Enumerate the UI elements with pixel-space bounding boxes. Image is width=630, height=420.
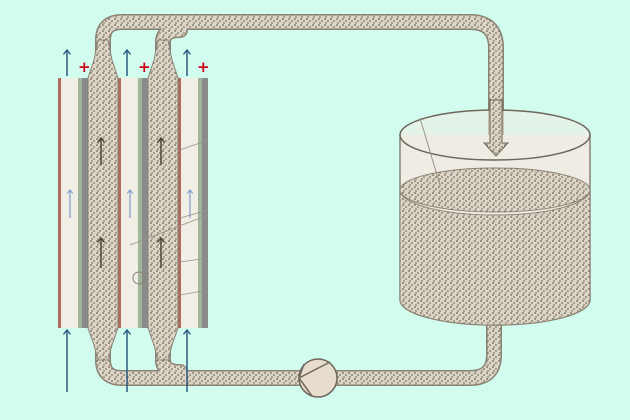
reflection-line-2	[179, 209, 209, 219]
green-layer-2	[138, 78, 142, 328]
cell-stack	[58, 39, 209, 361]
reflection-line-4	[179, 257, 209, 263]
membrane-2	[118, 78, 121, 328]
membrane-3	[178, 78, 181, 328]
reflection-line-5	[179, 289, 209, 296]
gray-layer-3	[202, 78, 208, 328]
gray-layer-2	[142, 78, 148, 328]
electrolyte-channel-1	[87, 39, 119, 361]
reflection-line-1	[179, 139, 209, 151]
positive-terminal-3: +	[197, 58, 210, 76]
green-layer-1	[78, 78, 82, 328]
reflection-line-3	[129, 214, 209, 246]
bubble-icon	[132, 271, 146, 285]
flow-arrows	[67, 50, 187, 392]
membrane-1	[58, 78, 61, 328]
gray-layer-1	[82, 78, 88, 328]
inflow-arrow-icon	[482, 99, 510, 157]
electrolyte-channel-2	[147, 39, 179, 361]
green-layer-3	[198, 78, 202, 328]
positive-terminal-2: +	[138, 58, 151, 76]
positive-terminal-1: +	[78, 58, 91, 76]
pump-icon	[298, 358, 338, 398]
